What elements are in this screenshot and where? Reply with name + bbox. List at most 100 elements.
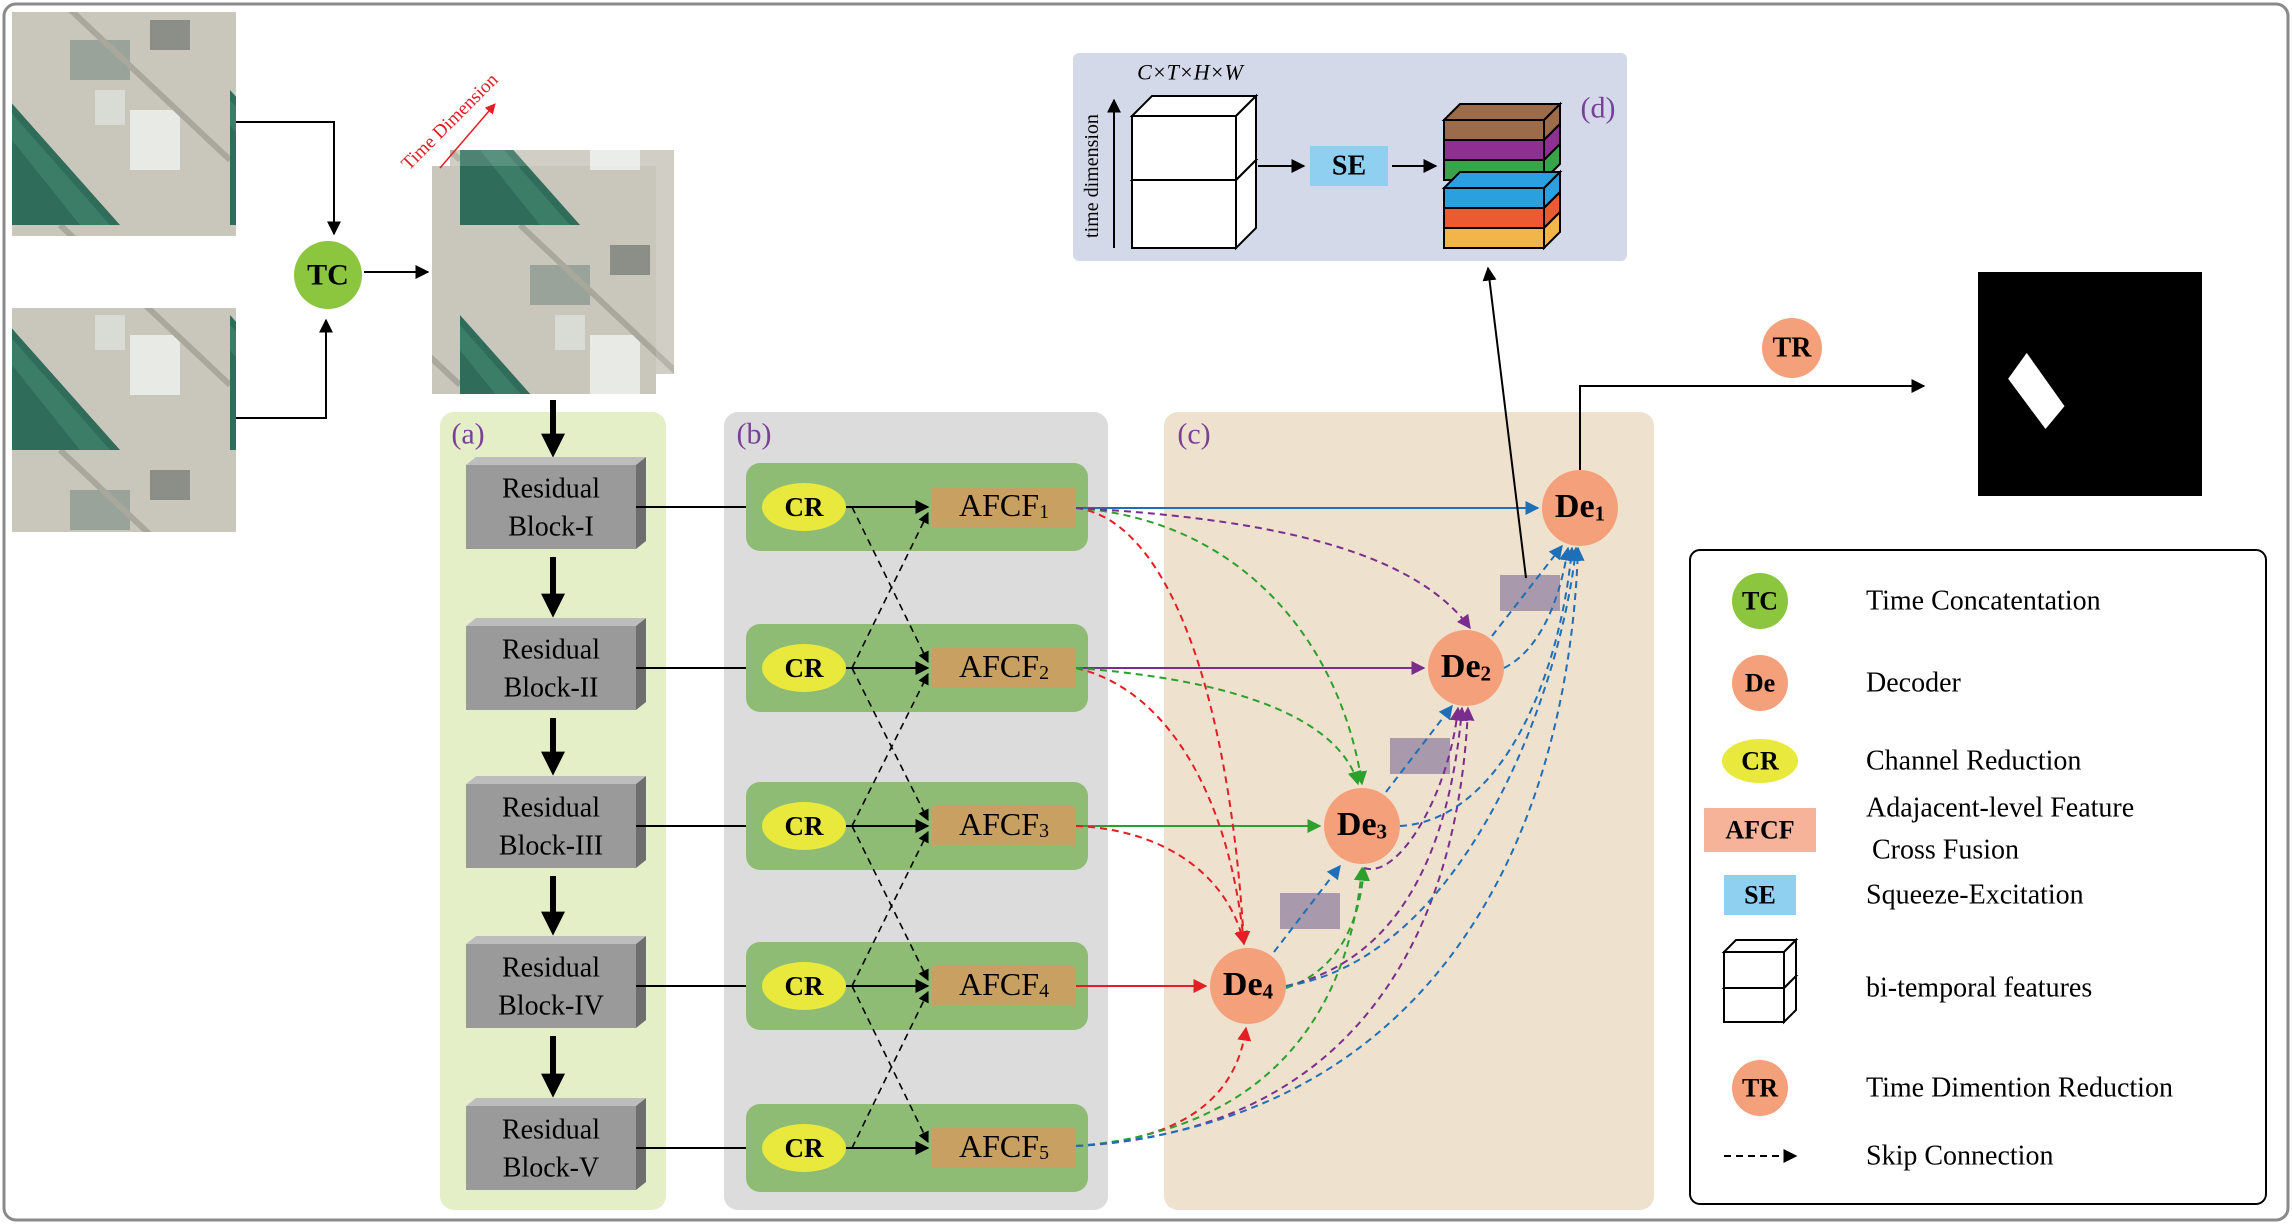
skip-afcf3-de4 <box>1075 825 1249 946</box>
legend-item-2: De Decoder <box>1732 655 1962 711</box>
decoder-label: De2 <box>1441 648 1491 686</box>
residual-block-line2: Block-III <box>499 831 603 862</box>
cr-ellipse <box>762 962 846 1010</box>
residual-block-line1: Residual <box>502 953 600 984</box>
panel-d-label: (d) <box>1581 92 1616 125</box>
satellite-image-t2 <box>12 308 236 532</box>
legend-icon-label: AFCF <box>1725 816 1794 845</box>
arrow-img1-to-tc <box>236 121 341 236</box>
cr-label: CR <box>785 653 824 683</box>
block-side-face <box>636 936 646 1028</box>
stacked-image-front <box>432 166 656 394</box>
residual-block-line2: Block-I <box>508 512 594 543</box>
legend-cr-icon <box>1722 739 1798 783</box>
legend-icon-label: TR <box>1742 1074 1778 1103</box>
afcf-label: AFCF1 <box>959 487 1049 523</box>
legend-bitemporal-icon <box>1721 937 1799 1025</box>
decoder-4 <box>1210 948 1286 1024</box>
cube-front <box>1723 951 1785 989</box>
residual-block-line1: Residual <box>502 793 600 824</box>
skip-de2-de1 <box>1503 546 1573 669</box>
cross-skip-up <box>851 830 929 987</box>
weighted-layer-1 <box>1441 101 1563 143</box>
afcf-box <box>932 1128 1076 1168</box>
cr-label: CR <box>785 492 824 522</box>
feature-row-1: CR AFCF1 <box>746 463 1088 551</box>
decoder-label: De3 <box>1337 806 1387 844</box>
legend-icon-label: CR <box>1741 747 1779 776</box>
legend-item-8: Skip Connection <box>1724 1141 2053 1172</box>
legend-se-icon <box>1724 875 1796 915</box>
block-side-face <box>636 776 646 868</box>
feature-cube-top <box>1129 93 1259 183</box>
weighted-layer-4 <box>1441 169 1563 211</box>
block-top-face <box>466 618 646 626</box>
afcf-box <box>932 648 1076 688</box>
residual-block-line1: Residual <box>502 474 600 505</box>
legend-item-1: TC Time Concatentation <box>1732 573 2101 629</box>
residual-block-line2: Block-IV <box>498 991 604 1022</box>
legend-icon-label: De <box>1745 669 1775 698</box>
cube-front <box>1131 115 1237 181</box>
cross-skip-down <box>851 667 929 822</box>
panel-c-label: (c) <box>1177 418 1210 451</box>
panel-a-label: (a) <box>451 418 484 451</box>
legend-icon-label: TC <box>1742 587 1778 616</box>
time-dimension-arrow <box>439 103 496 169</box>
cube-front <box>1723 987 1785 1023</box>
cr-ellipse <box>762 1124 846 1172</box>
skip-afcf1-de4 <box>1075 507 1251 946</box>
block-top-face <box>466 1098 646 1106</box>
output-change-mask <box>1978 272 2202 496</box>
block-front-face <box>466 465 636 549</box>
layer-front <box>1443 207 1545 229</box>
upsample-block-3 <box>1280 893 1340 929</box>
se-box <box>1310 146 1388 186</box>
cross-skip-down <box>851 825 929 982</box>
tr-circle <box>1762 318 1822 378</box>
cr-label: CR <box>785 1133 824 1163</box>
block-front-face <box>466 1106 636 1190</box>
legend-text-2: Cross Fusion <box>1872 835 2019 866</box>
cr-ellipse <box>762 644 846 692</box>
legend-text: Adajacent-level Feature <box>1866 793 2134 824</box>
afcf-box <box>932 806 1076 846</box>
legend-item-6: bi-temporal features <box>1721 937 2092 1025</box>
legend-text: Time Dimention Reduction <box>1866 1073 2173 1104</box>
satellite-image-t1 <box>12 12 236 236</box>
weighted-layer-5 <box>1443 189 1561 231</box>
residual-block-line1: Residual <box>502 1115 600 1146</box>
cross-skip-up <box>851 990 929 1149</box>
layer-side <box>1543 209 1561 251</box>
legend-text: Decoder <box>1866 668 1962 699</box>
skip-de3-de2 <box>1363 706 1464 871</box>
block-front-face <box>466 626 636 710</box>
layer-front <box>1443 187 1545 209</box>
legend-icon-label: SE <box>1744 881 1776 910</box>
afcf-label: AFCF5 <box>959 1128 1049 1164</box>
cr-label: CR <box>785 971 824 1001</box>
layer-top <box>1441 103 1563 121</box>
legend-de-icon <box>1732 655 1788 711</box>
legend-afcf-icon <box>1704 808 1816 852</box>
decoder-label: De4 <box>1223 966 1274 1004</box>
cr-label: CR <box>785 811 824 841</box>
layer-top <box>1441 171 1563 189</box>
legend-text: Time Concatentation <box>1866 586 2101 617</box>
block-front-face <box>466 784 636 868</box>
block-side-face <box>636 1098 646 1190</box>
legend-text: Squeeze-Excitation <box>1866 880 2084 911</box>
cr-ellipse <box>762 802 846 850</box>
weighted-layer-6 <box>1443 209 1561 251</box>
skip-de3-de1 <box>1399 546 1578 827</box>
cube-front <box>1131 179 1237 249</box>
block-top-face <box>466 776 646 784</box>
